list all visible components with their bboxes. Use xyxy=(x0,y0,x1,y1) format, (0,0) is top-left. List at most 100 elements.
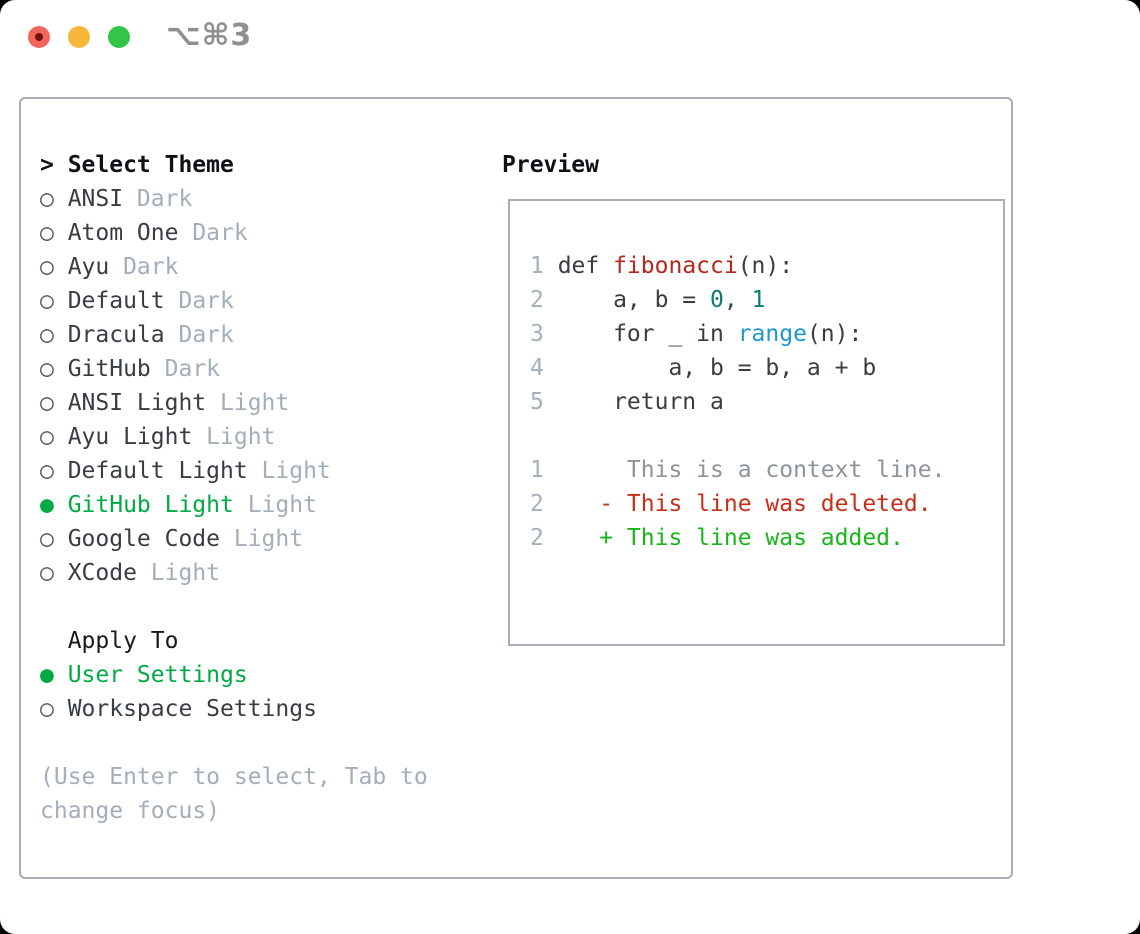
code-text: (n): xyxy=(737,253,794,279)
added-line-text: + This line was added. xyxy=(557,525,904,551)
theme-option-ayu-light[interactable]: ○ Ayu Light Light xyxy=(40,420,428,454)
code-line-3: 3 for _ in range(n): xyxy=(530,317,1003,351)
theme-option-ansi-light[interactable]: ○ ANSI Light Light xyxy=(40,386,428,420)
line-number: 4 xyxy=(530,355,544,381)
radio-unselected-icon: ○ xyxy=(40,390,54,416)
theme-variant: Dark xyxy=(192,220,248,246)
theme-variant: Dark xyxy=(178,288,234,314)
theme-variant: Light xyxy=(261,458,331,484)
keyboard-shortcut-label: ⌥⌘3 xyxy=(166,18,253,53)
code-text: def xyxy=(557,253,614,279)
apply-option-label: User Settings xyxy=(67,662,248,688)
prompt-icon: > xyxy=(40,152,54,178)
line-number: 3 xyxy=(530,321,544,347)
theme-name: Default xyxy=(67,288,165,314)
theme-name: Atom One xyxy=(67,220,179,246)
function-name-token: fibonacci xyxy=(613,253,738,279)
radio-unselected-icon: ○ xyxy=(40,424,54,450)
line-number: 2 xyxy=(530,491,544,517)
theme-variant: Dark xyxy=(164,356,221,382)
theme-variant: Dark xyxy=(123,254,179,280)
theme-name: Google Code xyxy=(67,526,221,552)
theme-variant: Light xyxy=(150,560,221,586)
radio-unselected-icon: ○ xyxy=(40,526,54,552)
theme-name: XCode xyxy=(67,560,137,586)
close-button-dot-icon xyxy=(35,33,43,41)
theme-variant: Light xyxy=(220,390,290,416)
radio-unselected-icon: ○ xyxy=(40,186,54,212)
zoom-button[interactable] xyxy=(108,26,130,48)
diff-deleted-line: 2 - This line was deleted. xyxy=(530,487,1003,521)
theme-name: Default Light xyxy=(67,458,248,484)
close-button[interactable] xyxy=(28,26,50,48)
theme-variant: Dark xyxy=(136,186,193,212)
theme-variant: Light xyxy=(247,492,317,518)
radio-selected-icon: ● xyxy=(40,492,54,518)
preview-header: Preview xyxy=(502,152,599,178)
code-text: for _ in xyxy=(557,321,738,347)
code-line-1: 1 def fibonacci(n): xyxy=(530,249,1003,283)
code-text: a, b = b, a + b xyxy=(557,355,877,381)
radio-unselected-icon: ○ xyxy=(40,560,54,586)
apply-option-workspace-settings[interactable]: ○ Workspace Settings xyxy=(40,692,428,726)
theme-name: Ayu xyxy=(67,254,110,280)
theme-name: ANSI Light xyxy=(67,390,207,416)
deleted-line-text: - This line was deleted. xyxy=(557,491,932,517)
apply-to-header: Apply To xyxy=(67,628,179,654)
theme-name: Ayu Light xyxy=(67,424,193,450)
code-line-4: 4 a, b = b, a + b xyxy=(530,351,1003,385)
diff-added-line: 2 + This line was added. xyxy=(530,521,1003,555)
apply-option-label: Workspace Settings xyxy=(67,696,317,722)
radio-unselected-icon: ○ xyxy=(40,696,54,722)
theme-variant: Dark xyxy=(178,322,234,348)
diff-context-line: 1 This is a context line. xyxy=(530,453,1003,487)
minimize-button[interactable] xyxy=(68,26,90,48)
theme-option-ayu-dark[interactable]: ○ Ayu Dark xyxy=(40,250,428,284)
theme-name: GitHub xyxy=(67,356,151,382)
radio-unselected-icon: ○ xyxy=(40,254,54,280)
radio-unselected-icon: ○ xyxy=(40,220,54,246)
code-text: , xyxy=(723,287,752,313)
code-text: return a xyxy=(557,389,724,415)
theme-name: ANSI xyxy=(67,186,124,212)
context-line-text: This is a context line. xyxy=(557,457,946,483)
code-text: a, b = xyxy=(557,287,711,313)
radio-unselected-icon: ○ xyxy=(40,458,54,484)
theme-option-ansi-dark[interactable]: ○ ANSI Dark xyxy=(40,182,428,216)
apply-option-user-settings[interactable]: ● User Settings xyxy=(40,658,428,692)
titlebar: ⌥⌘3 xyxy=(0,0,1140,75)
hint-text-line-1: (Use Enter to select, Tab to xyxy=(40,764,428,790)
theme-option-atom-one-dark[interactable]: ○ Atom One Dark xyxy=(40,216,428,250)
hint-text-line-2: change focus) xyxy=(40,798,221,824)
number-token: 0 xyxy=(710,287,724,313)
builtin-token: range xyxy=(737,321,807,347)
code-line-2: 2 a, b = 0, 1 xyxy=(530,283,1003,317)
line-number: 5 xyxy=(530,389,544,415)
theme-option-default-dark[interactable]: ○ Default Dark xyxy=(40,284,428,318)
radio-unselected-icon: ○ xyxy=(40,288,54,314)
radio-unselected-icon: ○ xyxy=(40,322,54,348)
code-line-5: 5 return a xyxy=(530,385,1003,419)
theme-option-github-light[interactable]: ● GitHub Light Light xyxy=(40,488,428,522)
line-number: 1 xyxy=(530,253,544,279)
line-number: 2 xyxy=(530,287,544,313)
theme-option-github-dark[interactable]: ○ GitHub Dark xyxy=(40,352,428,386)
number-token: 1 xyxy=(751,287,766,313)
theme-option-default-light[interactable]: ○ Default Light Light xyxy=(40,454,428,488)
theme-option-dracula-dark[interactable]: ○ Dracula Dark xyxy=(40,318,428,352)
theme-name: Dracula xyxy=(67,322,165,348)
radio-selected-icon: ● xyxy=(40,662,54,688)
code-text: (n): xyxy=(806,321,863,347)
theme-list-header: >Select Theme xyxy=(40,148,428,182)
theme-variant: Light xyxy=(206,424,276,450)
line-number: 2 xyxy=(530,525,544,551)
line-number: 1 xyxy=(530,457,544,483)
theme-option-xcode[interactable]: ○ XCode Light xyxy=(40,556,428,590)
radio-unselected-icon: ○ xyxy=(40,356,54,382)
theme-name: GitHub Light xyxy=(67,492,234,518)
